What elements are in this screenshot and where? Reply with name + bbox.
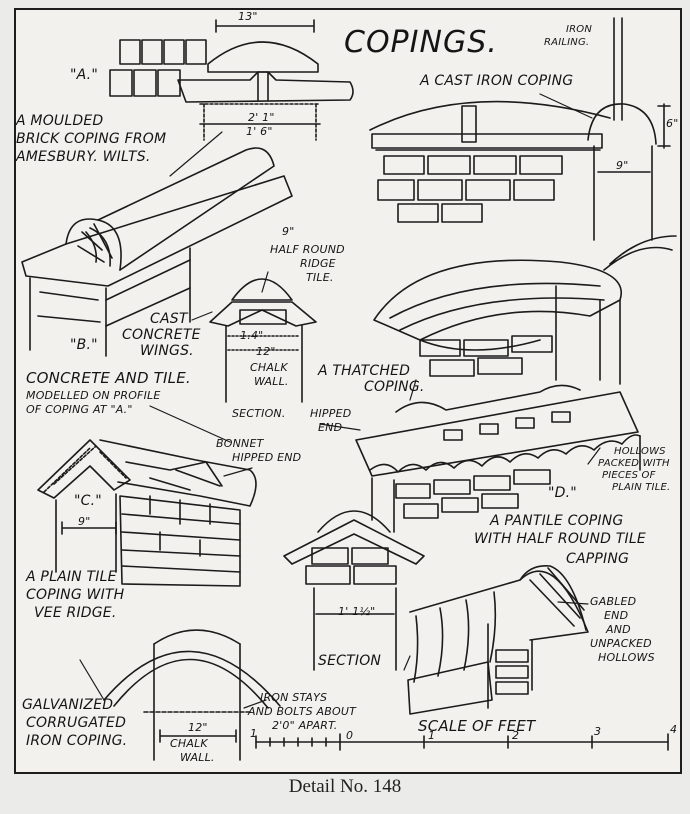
scale-tick-2: 2 — [512, 729, 520, 742]
coping-b-perspective — [21, 147, 293, 357]
label-hipped-end-1: HIPPED — [310, 407, 352, 420]
label-plain-tile-1: A PLAIN TILE — [26, 569, 117, 585]
label-iron-stays-3: 2'0" APART. — [272, 719, 338, 732]
label-a-desc-2: BRICK COPING FROM — [16, 131, 167, 147]
scale-bar — [255, 733, 669, 751]
label-section-b: SECTION. — [232, 407, 286, 420]
scale-tick-0: 0 — [346, 729, 354, 742]
label-galvanized-2: CORRUGATED — [26, 715, 127, 731]
label-gabled-1: GABLED — [590, 595, 637, 608]
label-hollows-4: PLAIN TILE. — [612, 482, 671, 493]
dim-12-b: 12" — [256, 345, 276, 358]
dim-6: 6" — [666, 117, 679, 130]
label-iron-railing-1: IRON — [566, 24, 593, 35]
gabled-end-coping — [407, 564, 589, 715]
label-pantile-2: WITH HALF ROUND TILE — [474, 531, 646, 547]
label-a-desc-1: A MOULDED — [16, 113, 104, 129]
label-plain-tile-2: COPING WITH — [26, 587, 125, 603]
label-chalk-wall-b-1: CHALK — [250, 361, 288, 374]
label-half-round-1: HALF ROUND — [270, 243, 345, 256]
dim-2-1: 2' 1" — [248, 111, 275, 124]
label-chalk-wall-e-2: WALL. — [180, 751, 215, 764]
label-a-mark: "A." — [70, 67, 98, 83]
label-section-d: SECTION — [318, 653, 382, 669]
label-cast-concrete-2: CONCRETE — [122, 327, 201, 343]
label-d-mark: "D." — [548, 485, 577, 501]
pantile-coping — [355, 384, 641, 533]
label-iron-stays-1: IRON STAYS — [260, 691, 328, 704]
drawing-title: COPINGS. — [344, 25, 498, 60]
label-chalk-wall-e-1: CHALK — [170, 737, 208, 750]
coping-b-section — [209, 278, 317, 403]
label-chalk-wall-b-2: WALL. — [254, 375, 289, 388]
label-iron-railing-2: RAILING. — [544, 37, 590, 48]
label-cast-concrete-1: CAST — [150, 311, 188, 327]
scale-tick-1: 1 — [428, 729, 436, 742]
label-hollows-3: PIECES OF — [602, 470, 656, 481]
dim-1-1-half: 1' 1½" — [338, 605, 376, 618]
cast-iron-coping — [369, 17, 671, 241]
label-scale: SCALE OF FEET — [418, 717, 536, 735]
scale-tick-3: 3 — [594, 725, 602, 738]
scale-tick-4: 4 — [670, 723, 678, 736]
label-modelled-2: OF COPING AT "A." — [26, 403, 133, 416]
scale-tick-1-left: 1 — [250, 727, 258, 740]
label-hollows-1: HOLLOWS — [614, 446, 666, 457]
coping-d-section — [283, 510, 425, 671]
label-plain-tile-3: VEE RIDGE. — [34, 605, 117, 621]
label-galvanized-3: IRON COPING. — [26, 733, 128, 749]
label-hollows-2: PACKED WITH — [598, 458, 670, 469]
label-cast-iron: A CAST IRON COPING — [420, 73, 574, 89]
dim-13: 13" — [238, 10, 258, 23]
dim-9-cast: 9" — [616, 159, 629, 172]
label-gabled-4: UNPACKED — [590, 637, 652, 650]
label-cast-concrete-3: WINGS. — [140, 343, 194, 359]
label-half-round-2: RIDGE — [300, 257, 336, 270]
drawing-sheet — [14, 8, 682, 774]
label-b-mark: "B." — [70, 337, 98, 353]
label-hipped-end-2: END — [318, 421, 343, 434]
label-c-mark: "C." — [74, 493, 102, 509]
dim-9-half: 9" — [282, 225, 295, 238]
label-a-desc-3: AMESBURY. WILTS. — [16, 149, 151, 165]
label-pantile-3: CAPPING — [566, 551, 630, 567]
plain-tile-coping — [37, 439, 257, 587]
label-pantile-1: A PANTILE COPING — [490, 513, 624, 529]
thatched-coping — [373, 235, 677, 385]
label-bonnet-2: HIPPED END — [232, 451, 302, 464]
label-thatched-2: COPING. — [364, 379, 425, 395]
label-half-round-3: TILE. — [306, 271, 334, 284]
dim-1-4: 1.4" — [240, 329, 264, 342]
coping-a-section — [109, 19, 354, 141]
leader-lines — [79, 93, 601, 709]
label-thatched-1: A THATCHED — [318, 363, 411, 379]
label-gabled-2: END — [604, 609, 629, 622]
label-galvanized-1: GALVANIZED — [22, 697, 114, 713]
label-gabled-3: AND — [606, 623, 631, 636]
label-concrete-tile: CONCRETE AND TILE. — [26, 369, 191, 387]
label-gabled-5: HOLLOWS — [598, 651, 655, 664]
label-bonnet-1: BONNET — [216, 437, 264, 450]
dim-9-c: 9" — [78, 515, 91, 528]
detail-caption: Detail No. 148 — [288, 776, 402, 797]
corrugated-iron-coping — [103, 629, 281, 761]
dim-1-6: 1' 6" — [246, 125, 273, 138]
label-modelled-1: MODELLED ON PROFILE — [26, 389, 161, 402]
label-iron-stays-2: AND BOLTS ABOUT — [248, 705, 357, 718]
dim-12-corr: 12" — [188, 721, 208, 734]
